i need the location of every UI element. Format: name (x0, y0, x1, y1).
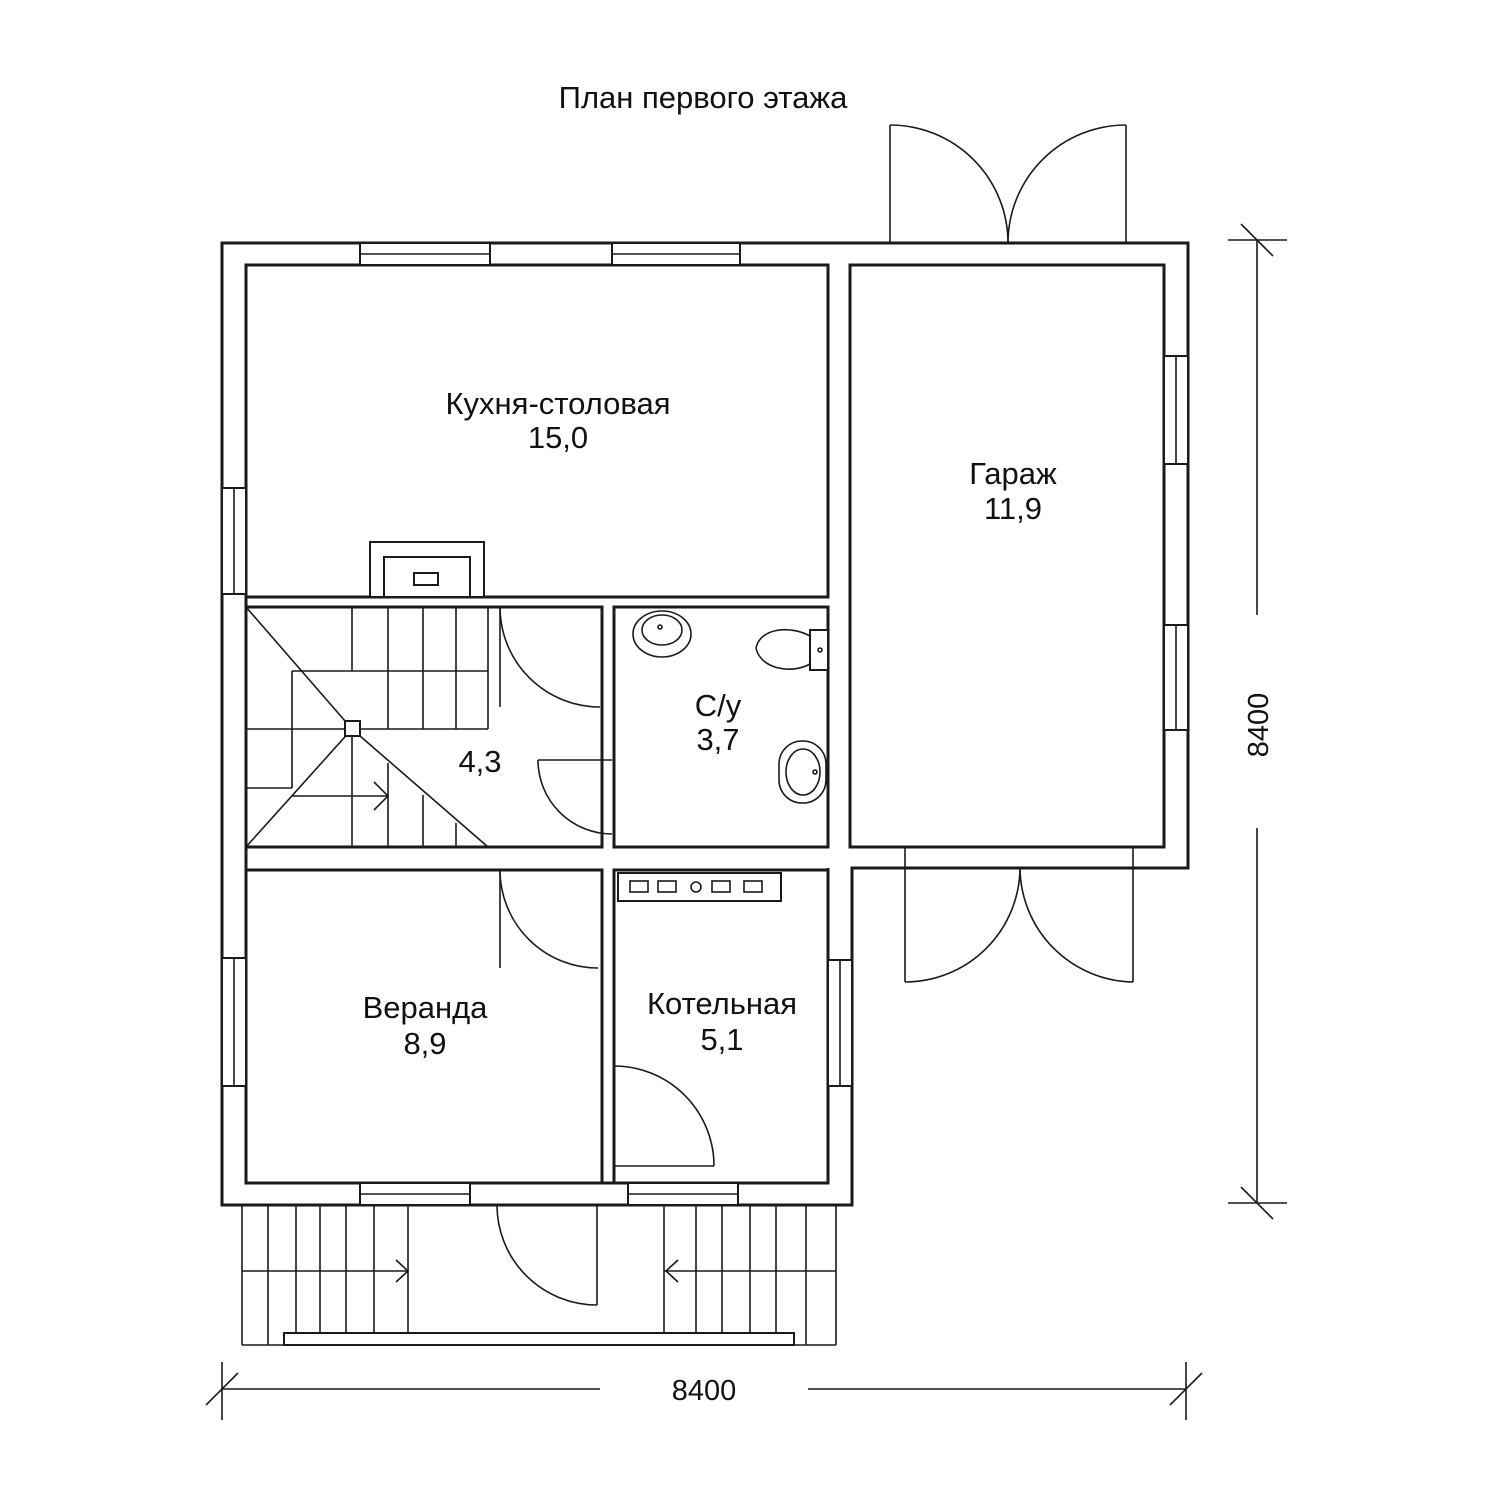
veranda-name: Веранда (363, 990, 489, 1025)
boiler-area: 5,1 (700, 1022, 743, 1057)
dimension-depth-label: 8400 (1243, 693, 1275, 758)
kitchen-name: Кухня-столовая (445, 386, 670, 421)
boiler-equipment (617, 872, 782, 902)
boiler-name: Котельная (647, 986, 797, 1021)
bathroom-name: С/у (695, 688, 742, 723)
bathroom-room (612, 605, 830, 849)
plan-title: План первого этажа (559, 80, 848, 115)
dimension-width (205, 1362, 1203, 1420)
garage-area: 11,9 (984, 491, 1042, 526)
porch-steps (241, 1205, 837, 1346)
stove (369, 541, 485, 598)
staircase (245, 606, 489, 848)
bathroom-area: 3,7 (696, 722, 739, 757)
veranda-area: 8,9 (403, 1026, 446, 1061)
hall-area: 4,3 (458, 744, 501, 779)
doors (496, 124, 1134, 1306)
dimension-depth (1228, 223, 1287, 1220)
dimension-width-label: 8400 (672, 1375, 737, 1407)
kitchen-area: 15,0 (528, 420, 588, 455)
garage-room (848, 263, 1166, 849)
bathroom-fixtures (632, 610, 829, 804)
kitchen-room (244, 263, 830, 599)
hall-room (244, 605, 604, 849)
garage-name: Гараж (969, 456, 1057, 491)
windows (221, 242, 1189, 1206)
